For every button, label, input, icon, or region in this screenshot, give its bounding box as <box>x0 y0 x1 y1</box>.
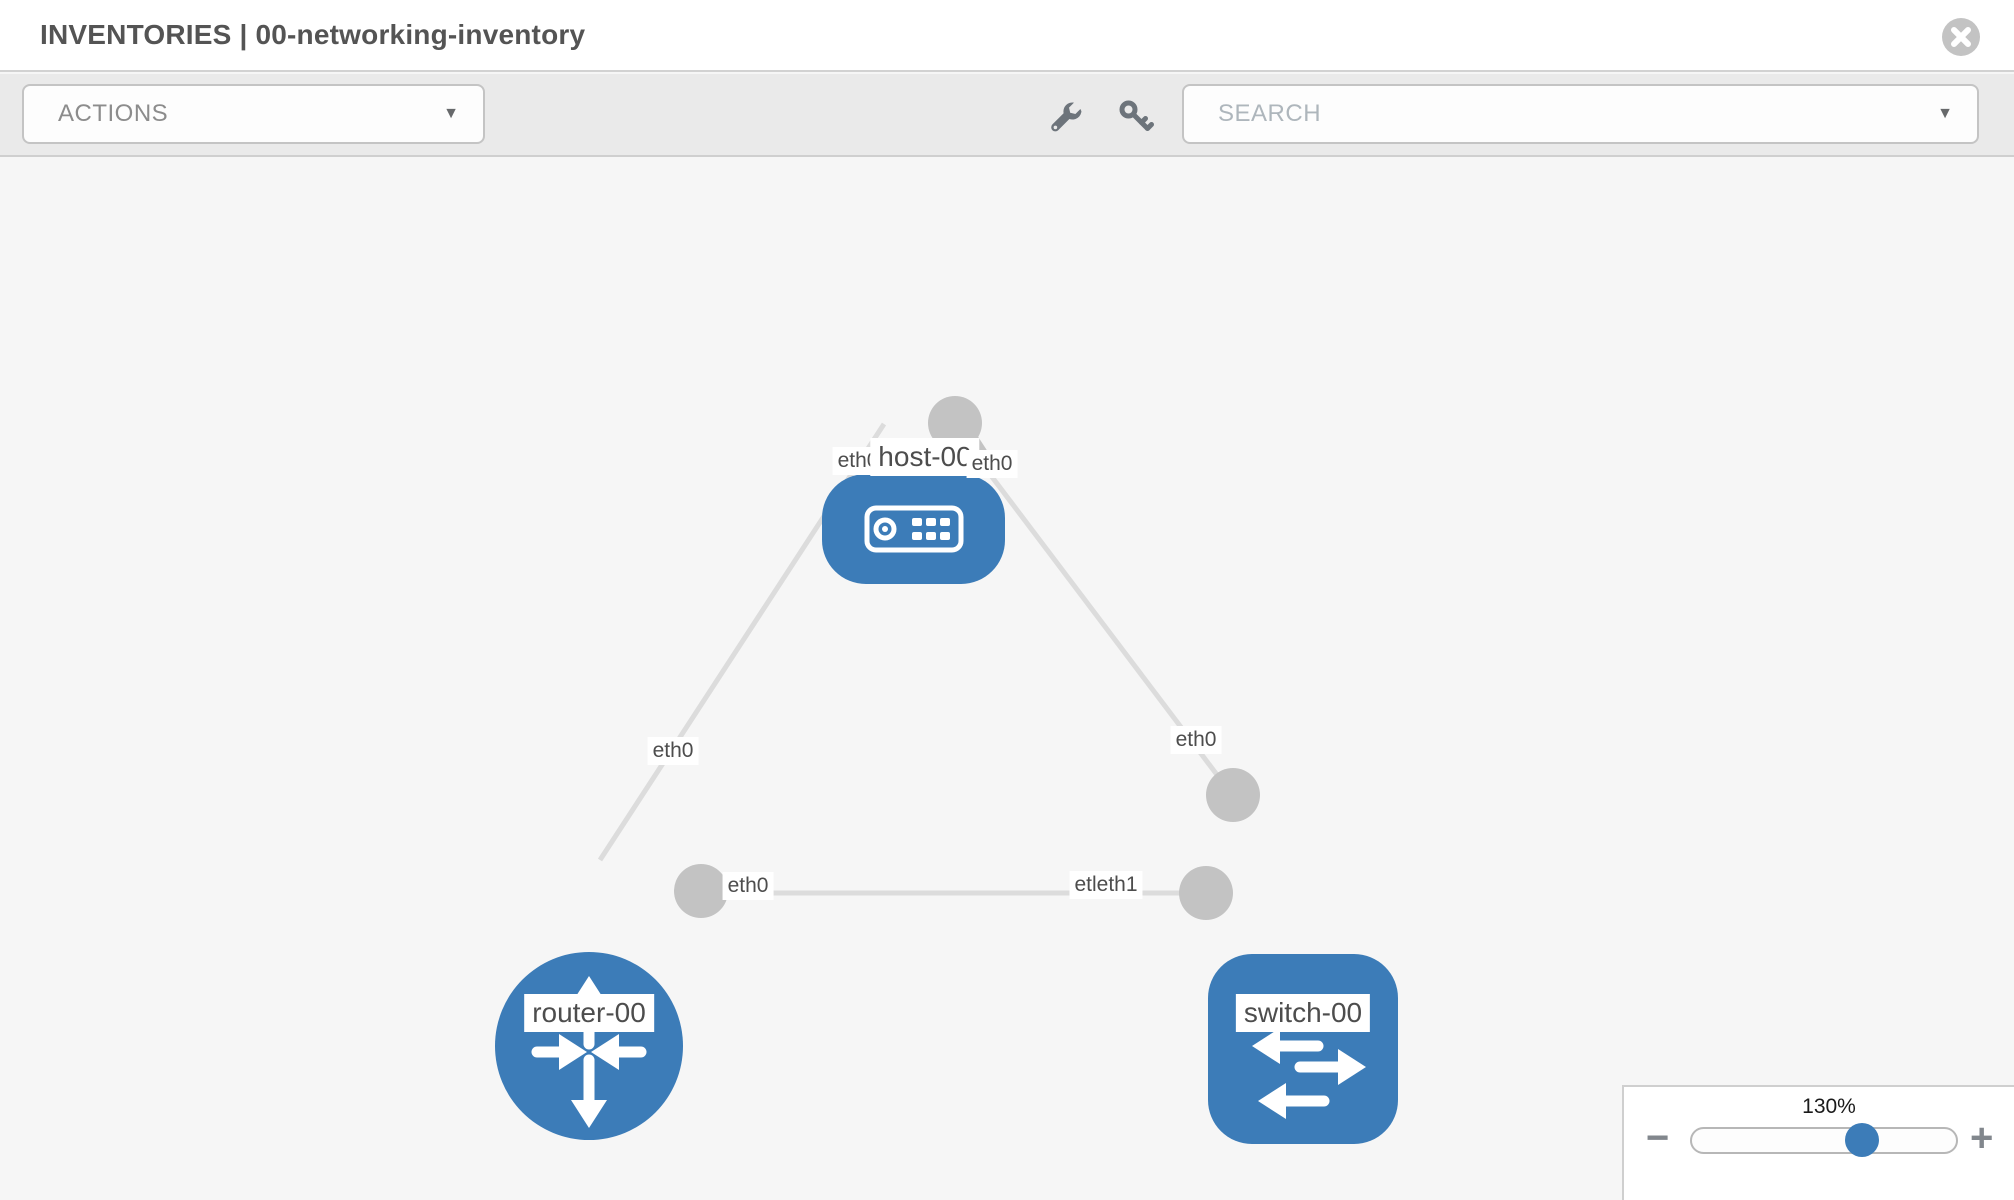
port-switch-eth1 <box>1179 866 1233 920</box>
node-switch-00[interactable] <box>1208 954 1398 1144</box>
chevron-down-icon: ▼ <box>443 105 459 122</box>
node-label-switch: switch-00 <box>1235 994 1371 1032</box>
iface-label: eth0 <box>1170 726 1222 754</box>
toolbar: ACTIONS ▼ SEARCH ▼ <box>0 74 2014 157</box>
chevron-down-icon: ▼ <box>1937 105 1953 122</box>
iface-label: eth0 <box>966 450 1018 478</box>
host-icon <box>864 505 963 553</box>
zoom-in-button[interactable]: + <box>1970 1116 1994 1160</box>
header: INVENTORIES | 00-networking-inventory <box>0 0 2014 72</box>
node-host-00[interactable] <box>822 474 1005 584</box>
iface-label: etleth1 <box>1069 871 1143 899</box>
page-title: INVENTORIES | 00-networking-inventory <box>40 19 586 50</box>
close-icon[interactable] <box>1941 17 1981 57</box>
actions-dropdown[interactable]: ACTIONS ▼ <box>22 84 485 144</box>
node-label-host: host-00 <box>870 438 980 476</box>
zoom-level-value: 130% <box>1802 1095 1856 1118</box>
switch-icon <box>1252 994 1366 1119</box>
node-label-router: router-00 <box>524 994 654 1032</box>
topology-links-layer <box>597 396 1260 920</box>
search-dropdown[interactable]: SEARCH ▼ <box>1182 84 1979 144</box>
zoom-slider-handle[interactable] <box>1845 1123 1879 1157</box>
topology-canvas[interactable] <box>0 157 2014 1200</box>
iface-label: eth0 <box>647 737 699 765</box>
iface-label: eth0 <box>722 872 774 900</box>
actions-dropdown-label: ACTIONS <box>58 100 169 127</box>
port-switch-eth0 <box>1206 768 1260 822</box>
node-router-00[interactable] <box>495 952 683 1140</box>
key-icon[interactable] <box>1117 98 1155 136</box>
search-placeholder: SEARCH <box>1218 100 1322 127</box>
zoom-slider-track[interactable] <box>1690 1127 1958 1154</box>
zoom-out-button[interactable]: − <box>1646 1116 1670 1160</box>
wrench-icon[interactable] <box>1047 98 1085 136</box>
port-router-eth0 <box>674 864 728 918</box>
router-icon <box>531 976 647 1128</box>
